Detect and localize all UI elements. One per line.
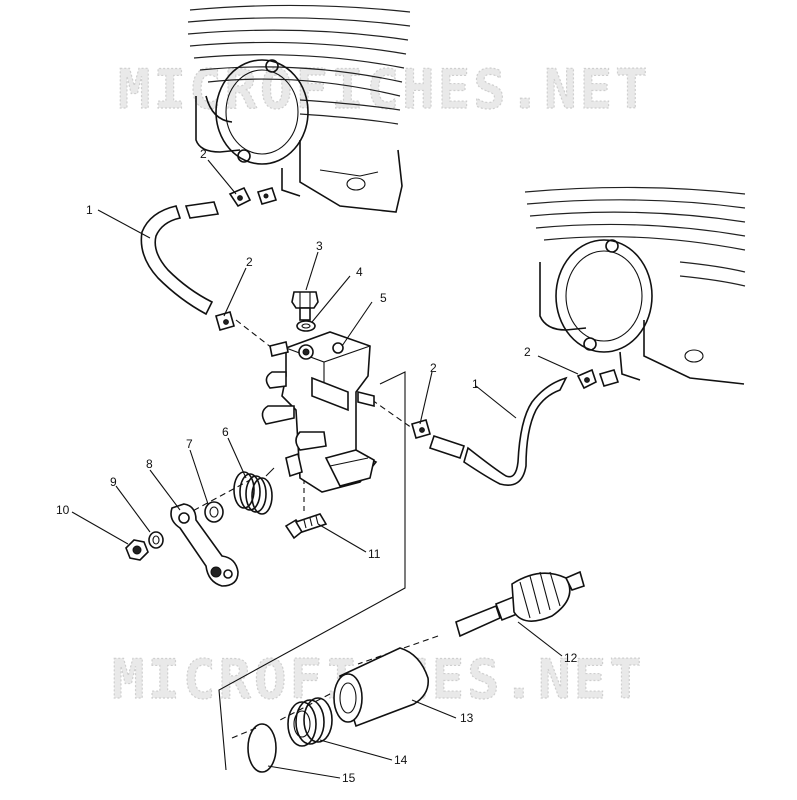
oil-line-left	[140, 201, 220, 316]
oil-seal	[287, 697, 333, 747]
sealing-washer	[296, 320, 316, 332]
washer	[204, 501, 224, 523]
callout-15: 15	[342, 771, 356, 785]
watermark-top: MICROFICHES.NET	[118, 58, 651, 121]
callout-12: 12	[564, 651, 578, 665]
clamp-3	[411, 419, 431, 439]
mounting-bolt	[284, 513, 328, 540]
callout-2-middle: 2	[430, 361, 437, 375]
callout-2-right: 2	[524, 345, 531, 359]
callout-2-left: 2	[246, 255, 253, 269]
shaft-guide-frame	[218, 371, 406, 771]
nipple-right	[598, 369, 620, 387]
callout-1-left: 1	[86, 203, 93, 217]
callout-13: 13	[460, 711, 474, 725]
callout-11: 11	[368, 547, 381, 561]
clamp-2	[215, 311, 235, 331]
cylinder-right	[524, 186, 746, 385]
lever-nut	[125, 539, 149, 561]
callout-2-top: 2	[200, 147, 207, 161]
snap-ring	[247, 723, 277, 773]
callout-5: 5	[380, 291, 387, 305]
banjo-bolt	[291, 291, 319, 321]
leader-lines	[71, 159, 579, 779]
callout-3: 3	[316, 239, 323, 253]
cylinder-left	[187, 4, 411, 213]
drive-shaft-gear	[455, 570, 585, 638]
callout-1-right: 1	[472, 377, 479, 391]
callout-10: 10	[56, 503, 70, 517]
nipple-left	[256, 187, 278, 205]
shaft-sleeve	[333, 647, 430, 728]
callout-14: 14	[394, 753, 408, 767]
oil-pump	[261, 331, 378, 493]
callout-9: 9	[110, 475, 117, 489]
callout-7: 7	[186, 437, 193, 451]
oil-line-right	[428, 376, 568, 486]
callout-6: 6	[222, 425, 229, 439]
clamp-4	[576, 368, 597, 390]
callout-4: 4	[356, 265, 363, 279]
return-spring	[233, 467, 275, 515]
callout-8: 8	[146, 457, 153, 471]
pump-lever	[170, 503, 239, 587]
lock-washer	[148, 531, 164, 549]
